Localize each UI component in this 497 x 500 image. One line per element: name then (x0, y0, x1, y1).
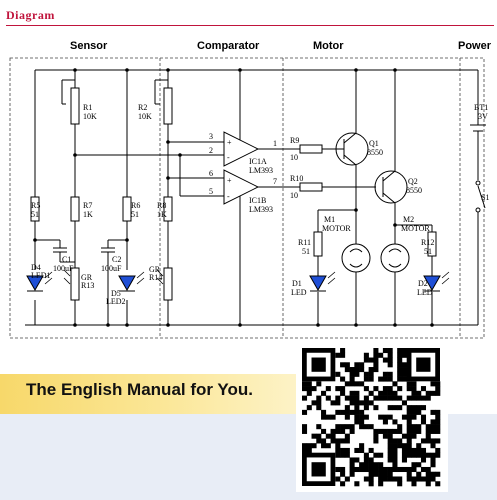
label-r11-value: 51 (302, 247, 310, 256)
label-minus-2: - (227, 192, 230, 201)
label-m2-value: MOTOR (401, 224, 430, 233)
label-m1-value: MOTOR (322, 224, 351, 233)
label-q2-value: 8550 (406, 186, 422, 195)
label-r9: R9 (290, 136, 299, 145)
label-bt1-value: 3V (478, 112, 488, 121)
label-pin5: 5 (209, 187, 213, 196)
label-pin2: 2 (209, 146, 213, 155)
led-symbols (26, 269, 450, 292)
label-r11: R11 (298, 238, 311, 247)
label-pin3: 3 (209, 132, 213, 141)
label-r6-value: 51 (131, 210, 139, 219)
junction-dots (33, 68, 481, 327)
led-icon (118, 275, 136, 292)
label-ic1a-value: LM393 (249, 166, 273, 175)
label-q2: Q2 (408, 177, 418, 186)
light-arrow-icon (44, 269, 450, 285)
label-q1: Q1 (369, 139, 379, 148)
label-s1: S1 (481, 193, 489, 202)
label-d4: D4 (31, 263, 41, 272)
label-c2: C2 (112, 255, 121, 264)
label-r8: R8 (157, 201, 166, 210)
label-r12: R12 (421, 238, 434, 247)
section-motor-label: Motor (313, 40, 344, 52)
label-r5-value: 51 (31, 210, 39, 219)
banner-text: The English Manual for You. (26, 380, 253, 399)
label-r2-value: 10K (138, 112, 152, 121)
led-icon (423, 275, 441, 292)
label-d2: D2 (418, 279, 428, 288)
label-bt1: BT1 (474, 103, 488, 112)
label-pin1: 1 (273, 139, 277, 148)
label-pin7: 7 (273, 177, 277, 186)
section-boxes (9, 57, 485, 339)
label-d2-value: LED (417, 288, 433, 297)
title-rule (6, 25, 494, 26)
label-r1-value: 10K (83, 112, 97, 121)
label-r10-value: 10 (290, 191, 298, 200)
led-icon (26, 275, 44, 292)
label-r12-value: 51 (424, 247, 432, 256)
qr-code (296, 342, 448, 492)
label-gr2-value: R14 (149, 273, 162, 282)
section-power-label: Power (458, 40, 492, 52)
label-d5: D5 (111, 289, 121, 298)
label-c1: C1 (62, 255, 71, 264)
label-minus-1: - (227, 153, 230, 162)
label-r5: R5 (31, 201, 40, 210)
motor-symbols (349, 248, 402, 268)
led-icon (309, 275, 327, 292)
label-q1-value: 8550 (367, 148, 383, 157)
label-ic1a: IC1A (249, 157, 267, 166)
label-d5-value: LED2 (106, 297, 126, 306)
label-gr2: GR (149, 265, 161, 274)
label-r6: R6 (131, 201, 140, 210)
label-pin6: 6 (209, 169, 213, 178)
label-d1: D1 (292, 279, 302, 288)
section-comparator-label: Comparator (197, 40, 260, 52)
label-c2-value: 100uF (101, 264, 122, 273)
qr-code-icon (302, 348, 441, 487)
label-m1: M1 (324, 215, 335, 224)
label-c1-value: 100uF (53, 264, 74, 273)
label-r7: R7 (83, 201, 92, 210)
label-gr1: GR (81, 273, 93, 282)
label-d4-value: LED1 (31, 271, 51, 280)
label-m2: M2 (403, 215, 414, 224)
section-sensor-label: Sensor (70, 40, 108, 52)
label-r8-value: 1K (157, 210, 167, 219)
wiring (25, 69, 486, 326)
label-r7-value: 1K (83, 210, 93, 219)
label-ic1b-value: LM393 (249, 205, 273, 214)
diagram-title: Diagram (6, 8, 55, 22)
label-r1: R1 (83, 103, 92, 112)
label-ic1b: IC1B (249, 196, 266, 205)
label-r2: R2 (138, 103, 147, 112)
label-plus-2: + (227, 176, 232, 185)
label-gr1-value: R13 (81, 281, 94, 290)
label-plus-1: + (227, 138, 232, 147)
label-r9-value: 10 (290, 153, 298, 162)
label-d1-value: LED (291, 288, 307, 297)
label-r10: R10 (290, 174, 303, 183)
manual-banner: The English Manual for You. (0, 374, 300, 414)
